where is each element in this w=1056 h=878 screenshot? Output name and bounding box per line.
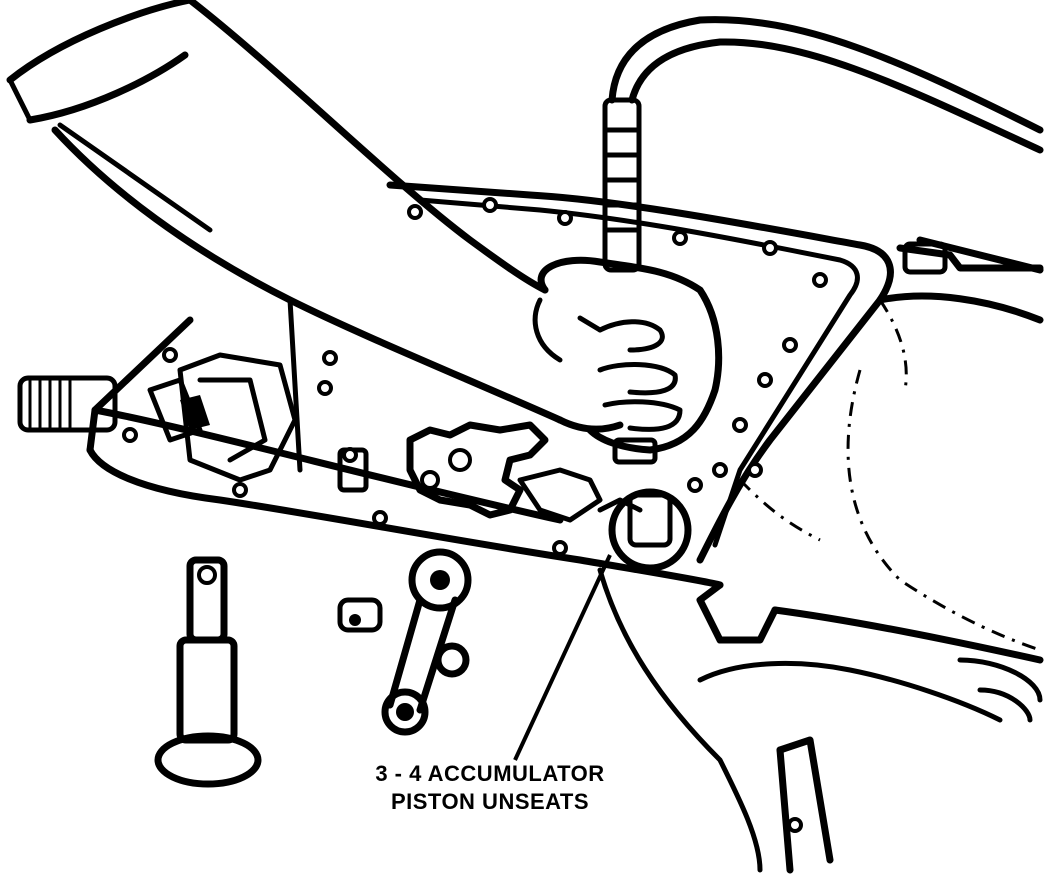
vent-tube — [896, 241, 1044, 275]
callout-label: 3 - 4 ACCUMULATOR PISTON UNSEATS — [330, 760, 650, 816]
callout-leader-line — [513, 554, 612, 761]
threaded-shaft — [17, 375, 118, 433]
shift-lever — [337, 548, 472, 736]
forearm-sleeve — [6, 0, 564, 424]
callout-label-line1: 3 - 4 ACCUMULATOR — [375, 761, 605, 786]
lower-rod — [776, 736, 834, 874]
valve-body-linkage — [147, 297, 658, 523]
air-nozzle — [602, 97, 642, 273]
air-hose — [608, 16, 1044, 154]
support-stand — [154, 556, 262, 788]
hand — [532, 256, 723, 454]
transmission-case — [86, 181, 1044, 873]
case-bolts — [122, 197, 828, 556]
accumulator-piston — [597, 488, 692, 572]
callout-label-line2: PISTON UNSEATS — [390, 789, 590, 814]
